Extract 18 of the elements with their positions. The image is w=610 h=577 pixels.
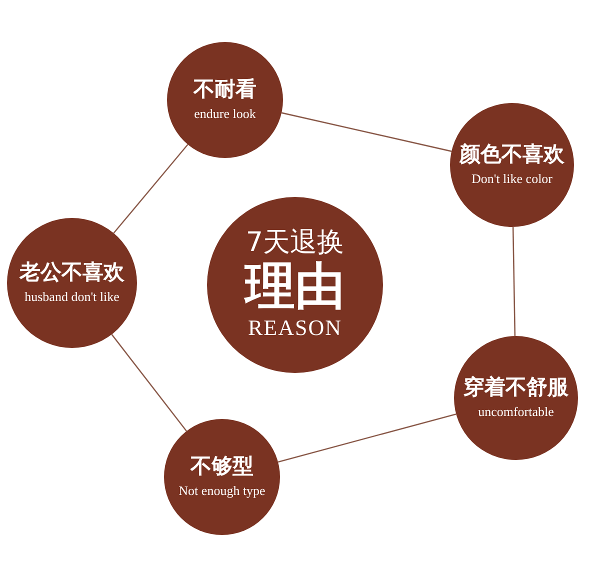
connector-line bbox=[113, 144, 188, 234]
english-label: Not enough type bbox=[178, 483, 266, 500]
chinese-label: 颜色不喜欢 bbox=[460, 142, 564, 168]
chinese-label: 不够型 bbox=[190, 454, 254, 480]
subheading: 7天退换 bbox=[246, 227, 344, 260]
connector-line bbox=[111, 334, 188, 432]
connector-line bbox=[512, 226, 516, 336]
english-label: Don't like color bbox=[471, 171, 553, 188]
main-heading: 理由 bbox=[245, 259, 345, 314]
english-heading: REASON bbox=[248, 314, 342, 342]
english-label: husband don't like bbox=[24, 289, 120, 306]
english-label: endure look bbox=[194, 106, 256, 124]
connector-line bbox=[278, 413, 456, 463]
chinese-label: 穿着不舒服 bbox=[464, 374, 568, 400]
chinese-label: 老公不喜欢 bbox=[20, 260, 124, 286]
chinese-label: 不耐看 bbox=[194, 76, 256, 102]
connector-line bbox=[281, 112, 452, 152]
english-label: uncomfortable bbox=[478, 404, 554, 422]
